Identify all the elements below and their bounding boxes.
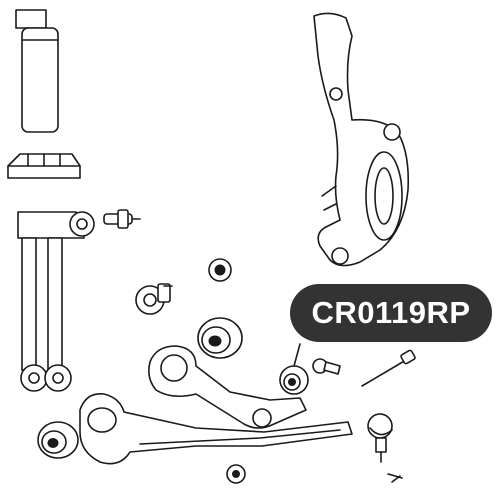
lower-ball-joint: [367, 413, 393, 463]
control-arm-bushing-upper: [197, 317, 243, 359]
cam-bolt: [135, 283, 173, 315]
steering-knuckle: [313, 12, 410, 267]
cotter-pin: [387, 473, 403, 483]
part-number-badge: CR0119RP: [290, 284, 492, 342]
lower-control-arm: [79, 393, 353, 465]
link-bolt: [103, 209, 141, 229]
trailing-link-assembly: [17, 211, 95, 392]
strut-tube: [15, 9, 59, 133]
small-bushing: [208, 258, 232, 282]
part-number-label: CR0119RP: [311, 295, 471, 330]
long-bolt: [361, 349, 416, 387]
upper-control-arm: [148, 345, 307, 429]
small-ball-joint: [312, 358, 341, 375]
cr0119rp-bushing: [279, 343, 309, 395]
small-nut: [226, 464, 246, 484]
control-arm-bushing-lower: [37, 421, 79, 459]
spring-seat-pad: [7, 153, 81, 179]
